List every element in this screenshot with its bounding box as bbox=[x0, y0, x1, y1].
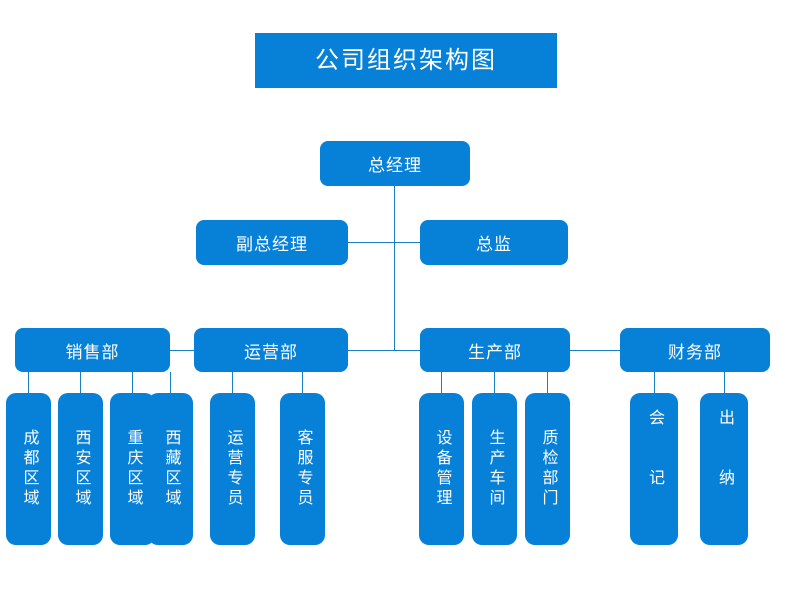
node-unit-equipment-management[interactable]: 设备管理 bbox=[419, 393, 464, 545]
node-department-operations[interactable]: 运营部 bbox=[194, 328, 348, 372]
node-department-production-label: 生产部 bbox=[468, 342, 522, 362]
node-general-manager[interactable]: 总经理 bbox=[320, 141, 470, 186]
node-unit-accountant-label: 会记 bbox=[646, 409, 663, 529]
node-unit-xian-region[interactable]: 西安区域 bbox=[58, 393, 103, 545]
node-unit-quality-inspection-label: 质检部门 bbox=[539, 429, 557, 509]
node-unit-chongqing-region-label: 重庆区域 bbox=[124, 429, 142, 509]
node-unit-quality-inspection[interactable]: 质检部门 bbox=[525, 393, 570, 545]
node-unit-cashier[interactable]: 出纳 bbox=[700, 393, 748, 545]
chart-title-banner: 公司组织架构图 bbox=[255, 33, 557, 88]
node-department-production[interactable]: 生产部 bbox=[420, 328, 570, 372]
page-title: 公司组织架构图 bbox=[315, 46, 497, 74]
connector-department-bus-mid bbox=[348, 350, 420, 351]
connector-stub-sales-3 bbox=[132, 372, 133, 393]
connector-stub-production-3 bbox=[547, 372, 548, 393]
connector-stub-operations-1 bbox=[232, 372, 233, 393]
node-unit-tibet-region[interactable]: 西藏区域 bbox=[148, 393, 193, 545]
node-unit-production-workshop-label: 生产车间 bbox=[486, 429, 504, 509]
node-unit-operations-specialist-label: 运营专员 bbox=[224, 429, 242, 509]
connector-stub-production-2 bbox=[494, 372, 495, 393]
node-unit-xian-region-label: 西安区域 bbox=[72, 429, 90, 509]
node-unit-customer-service-specialist[interactable]: 客服专员 bbox=[280, 393, 325, 545]
node-unit-tibet-region-label: 西藏区域 bbox=[162, 429, 180, 509]
node-unit-accountant[interactable]: 会记 bbox=[630, 393, 678, 545]
node-deputy-general-manager[interactable]: 副总经理 bbox=[196, 220, 348, 265]
connector-stub-sales-4 bbox=[170, 372, 171, 393]
connector-department-bus-left bbox=[170, 350, 194, 351]
node-deputy-general-manager-label: 副总经理 bbox=[236, 235, 308, 254]
connector-stub-finance-2 bbox=[724, 372, 725, 393]
connector-stub-production-1 bbox=[441, 372, 442, 393]
node-general-manager-label: 总经理 bbox=[368, 156, 422, 175]
node-unit-equipment-management-label: 设备管理 bbox=[433, 429, 451, 509]
connector-executive-horizontal bbox=[348, 242, 420, 243]
node-department-sales[interactable]: 销售部 bbox=[15, 328, 170, 372]
node-unit-customer-service-specialist-label: 客服专员 bbox=[294, 429, 312, 509]
connector-stub-operations-2 bbox=[302, 372, 303, 393]
node-unit-cashier-label: 出纳 bbox=[716, 409, 733, 529]
connector-stub-finance-1 bbox=[654, 372, 655, 393]
node-unit-production-workshop[interactable]: 生产车间 bbox=[472, 393, 517, 545]
node-department-finance[interactable]: 财务部 bbox=[620, 328, 770, 372]
connector-department-bus-right bbox=[570, 350, 620, 351]
node-department-finance-label: 财务部 bbox=[668, 342, 722, 362]
node-unit-chongqing-region[interactable]: 重庆区域 bbox=[110, 393, 155, 545]
node-director-label: 总监 bbox=[476, 235, 512, 254]
connector-stub-sales-1 bbox=[28, 372, 29, 393]
node-director[interactable]: 总监 bbox=[420, 220, 568, 265]
node-department-sales-label: 销售部 bbox=[65, 342, 120, 362]
node-department-operations-label: 运营部 bbox=[244, 342, 298, 362]
connector-stub-sales-2 bbox=[80, 372, 81, 393]
node-unit-chengdu-region[interactable]: 成都区域 bbox=[6, 393, 51, 545]
connector-trunk-vertical bbox=[394, 186, 395, 350]
node-unit-chengdu-region-label: 成都区域 bbox=[20, 429, 38, 509]
node-unit-operations-specialist[interactable]: 运营专员 bbox=[210, 393, 255, 545]
